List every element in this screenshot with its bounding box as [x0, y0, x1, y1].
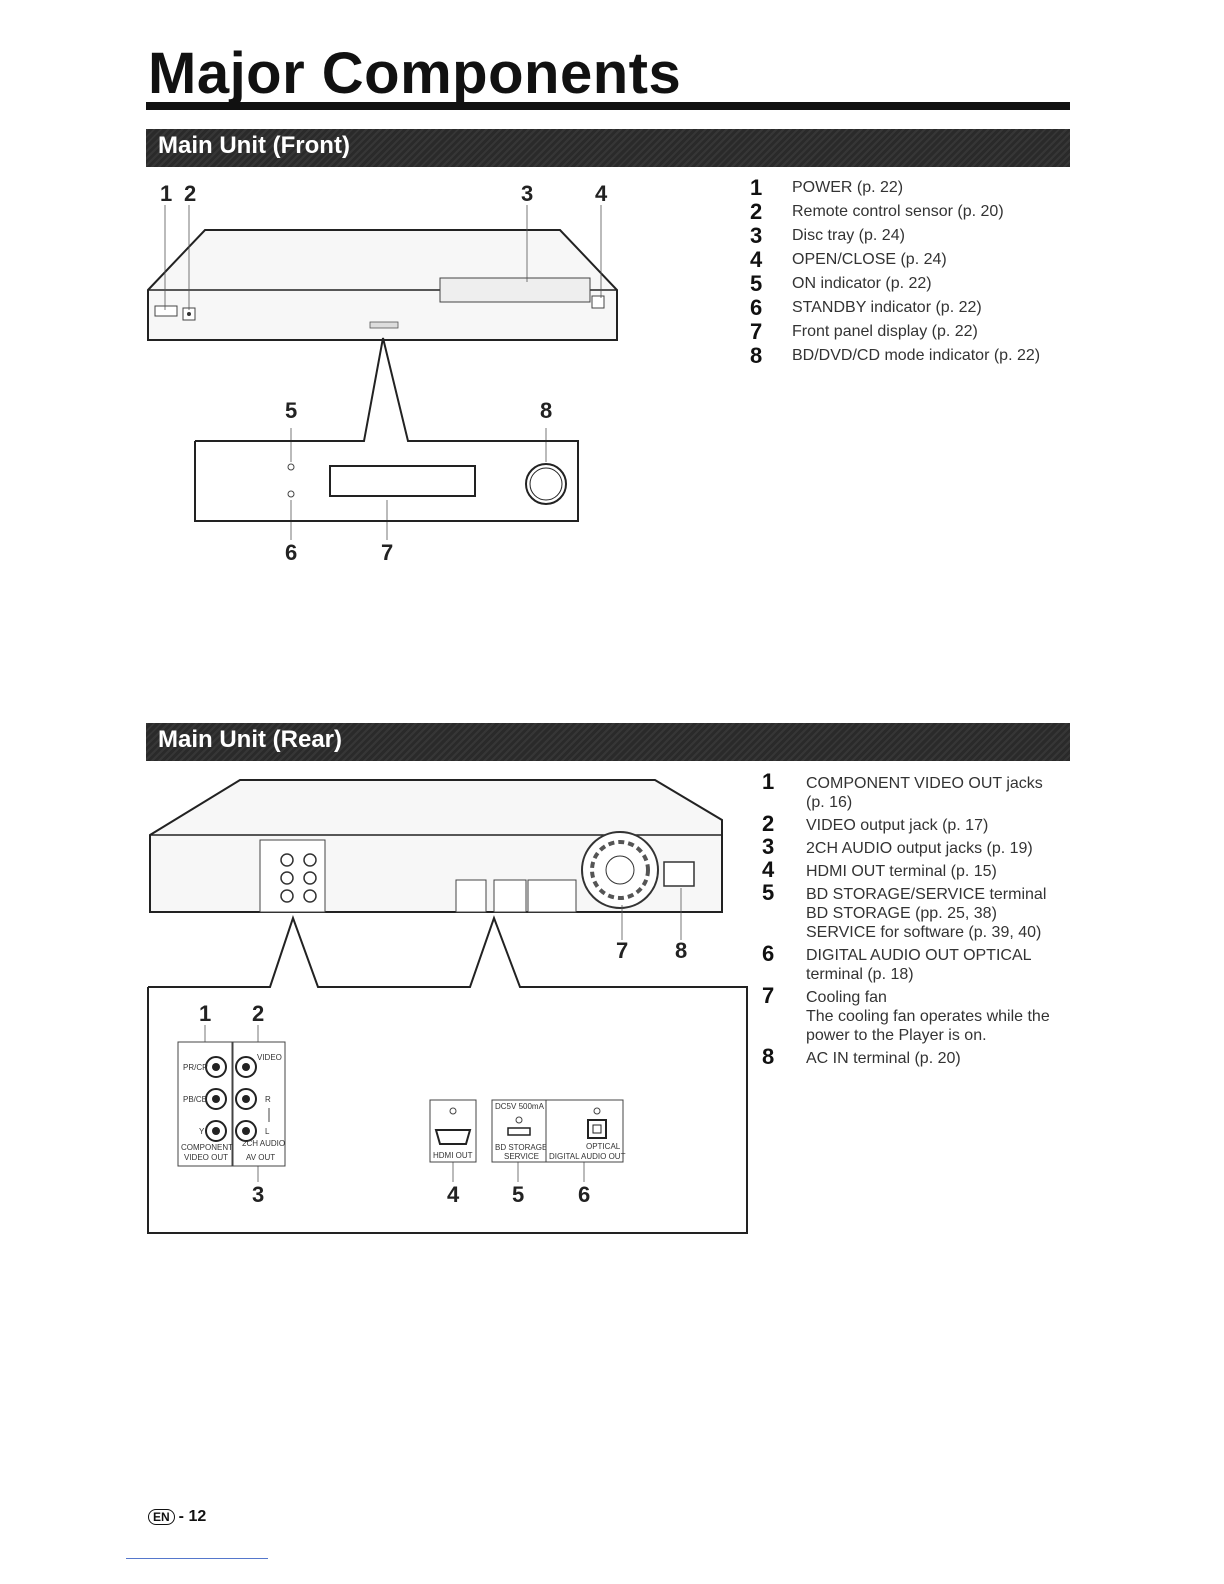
front-callout-5: 5: [285, 398, 297, 423]
player-rear-illustration: [149, 779, 723, 913]
list-item: 7 Front panel display (p. 22): [750, 320, 1070, 344]
front-callout-3: 3: [521, 181, 533, 206]
item-text: Front panel display (p. 22): [792, 323, 978, 340]
item-number: 2: [750, 199, 763, 224]
item-number: 1: [762, 769, 775, 794]
rear-callout-5: 5: [512, 1182, 524, 1207]
callout-lines-front: [164, 205, 602, 540]
list-item: 3 Disc tray (p. 24): [750, 224, 1070, 248]
rear-zoom-panel: PR/CR PB/CB Y VIDEO R L COMPONENT VIDEO …: [147, 914, 748, 1234]
item-number: 7: [762, 983, 775, 1008]
list-item: 5 ON indicator (p. 22): [750, 272, 1070, 296]
svg-text:R: R: [265, 1095, 271, 1104]
item-text: BD/DVD/CD mode indicator (p. 22): [792, 347, 1041, 364]
rear-callout-3: 3: [252, 1182, 264, 1207]
svg-text:VIDEO: VIDEO: [257, 1053, 282, 1062]
svg-text:DIGITAL AUDIO OUT: DIGITAL AUDIO OUT: [549, 1152, 626, 1161]
section-header-rear: Main Unit (Rear): [146, 723, 1070, 761]
footer-divider: [126, 1558, 268, 1559]
front-zoom-panel: [194, 337, 579, 522]
svg-text:Y: Y: [199, 1127, 205, 1136]
page-title: Major Components: [148, 41, 682, 106]
svg-text:AV OUT: AV OUT: [246, 1153, 275, 1162]
list-item: 8 BD/DVD/CD mode indicator (p. 22): [750, 344, 1070, 368]
item-text: STANDBY indicator (p. 22): [792, 299, 982, 316]
page-footer: EN- 12: [148, 1508, 206, 1526]
front-callout-1: 1: [160, 181, 172, 206]
svg-text:HDMI OUT: HDMI OUT: [433, 1151, 473, 1160]
item-number: 5: [762, 880, 775, 905]
svg-text:SERVICE: SERVICE: [504, 1152, 539, 1161]
svg-text:2CH AUDIO: 2CH AUDIO: [242, 1139, 285, 1148]
callout-lines-rear: [204, 888, 682, 1182]
item-text: Disc tray (p. 24): [792, 227, 905, 244]
player-front-illustration: [147, 229, 618, 341]
item-number: 8: [762, 1044, 775, 1069]
item-text: Remote control sensor (p. 20): [792, 203, 1004, 220]
front-component-list: 1 POWER (p. 22) 2 Remote control sensor (p…: [750, 176, 1070, 368]
svg-text:PB/CB: PB/CB: [183, 1095, 207, 1104]
front-callout-6: 6: [285, 540, 297, 565]
item-number: 2: [762, 811, 775, 836]
svg-text:OPTICAL: OPTICAL: [586, 1142, 621, 1151]
item-number: 6: [762, 941, 775, 966]
section-header-front: Main Unit (Front): [146, 129, 1070, 167]
rear-callout-6: 6: [578, 1182, 590, 1207]
rear-callout-1: 1: [199, 1001, 211, 1026]
list-item: 6 STANDBY indicator (p. 22): [750, 296, 1070, 320]
item-text: ON indicator (p. 22): [792, 275, 932, 292]
svg-text:DC5V 500mA: DC5V 500mA: [495, 1102, 545, 1111]
title-rule: [146, 102, 1070, 110]
item-number: 1: [750, 175, 763, 200]
item-number: 4: [762, 857, 775, 882]
jack-icon: [205, 1056, 257, 1142]
list-item: 2 Remote control sensor (p. 20): [750, 200, 1070, 224]
section-header-front-label: Main Unit (Front): [158, 132, 350, 159]
item-text: POWER (p. 22): [792, 179, 904, 196]
item-number: 8: [750, 343, 763, 368]
rear-callout-7: 7: [616, 938, 628, 963]
list-item: 1 POWER (p. 22): [750, 176, 1070, 200]
svg-text:VIDEO OUT: VIDEO OUT: [184, 1153, 228, 1162]
rear-callout-2: 2: [252, 1001, 264, 1026]
front-callout-8: 8: [540, 398, 552, 423]
section-header-rear-label: Main Unit (Rear): [158, 726, 343, 753]
front-callout-2: 2: [184, 181, 196, 206]
item-number: 5: [750, 271, 763, 296]
item-number: 3: [762, 834, 775, 859]
item-number: 3: [750, 223, 763, 248]
page-number: - 12: [178, 1508, 207, 1525]
svg-text:L: L: [265, 1127, 270, 1136]
item-number: 7: [750, 319, 763, 344]
svg-text:BD STORAGE/: BD STORAGE/: [495, 1143, 550, 1152]
rear-callout-4: 4: [447, 1182, 460, 1207]
item-number: 4: [750, 247, 763, 272]
item-number: 6: [750, 295, 763, 320]
front-callout-4: 4: [595, 181, 608, 206]
svg-text:PR/CR: PR/CR: [183, 1063, 208, 1072]
item-text: OPEN/CLOSE (p. 24): [792, 251, 947, 268]
front-callout-7: 7: [381, 540, 393, 565]
language-badge: EN: [148, 1509, 175, 1525]
list-item: 4 OPEN/CLOSE (p. 24): [750, 248, 1070, 272]
rear-callout-8: 8: [675, 938, 687, 963]
svg-text:COMPONENT: COMPONENT: [181, 1143, 233, 1152]
